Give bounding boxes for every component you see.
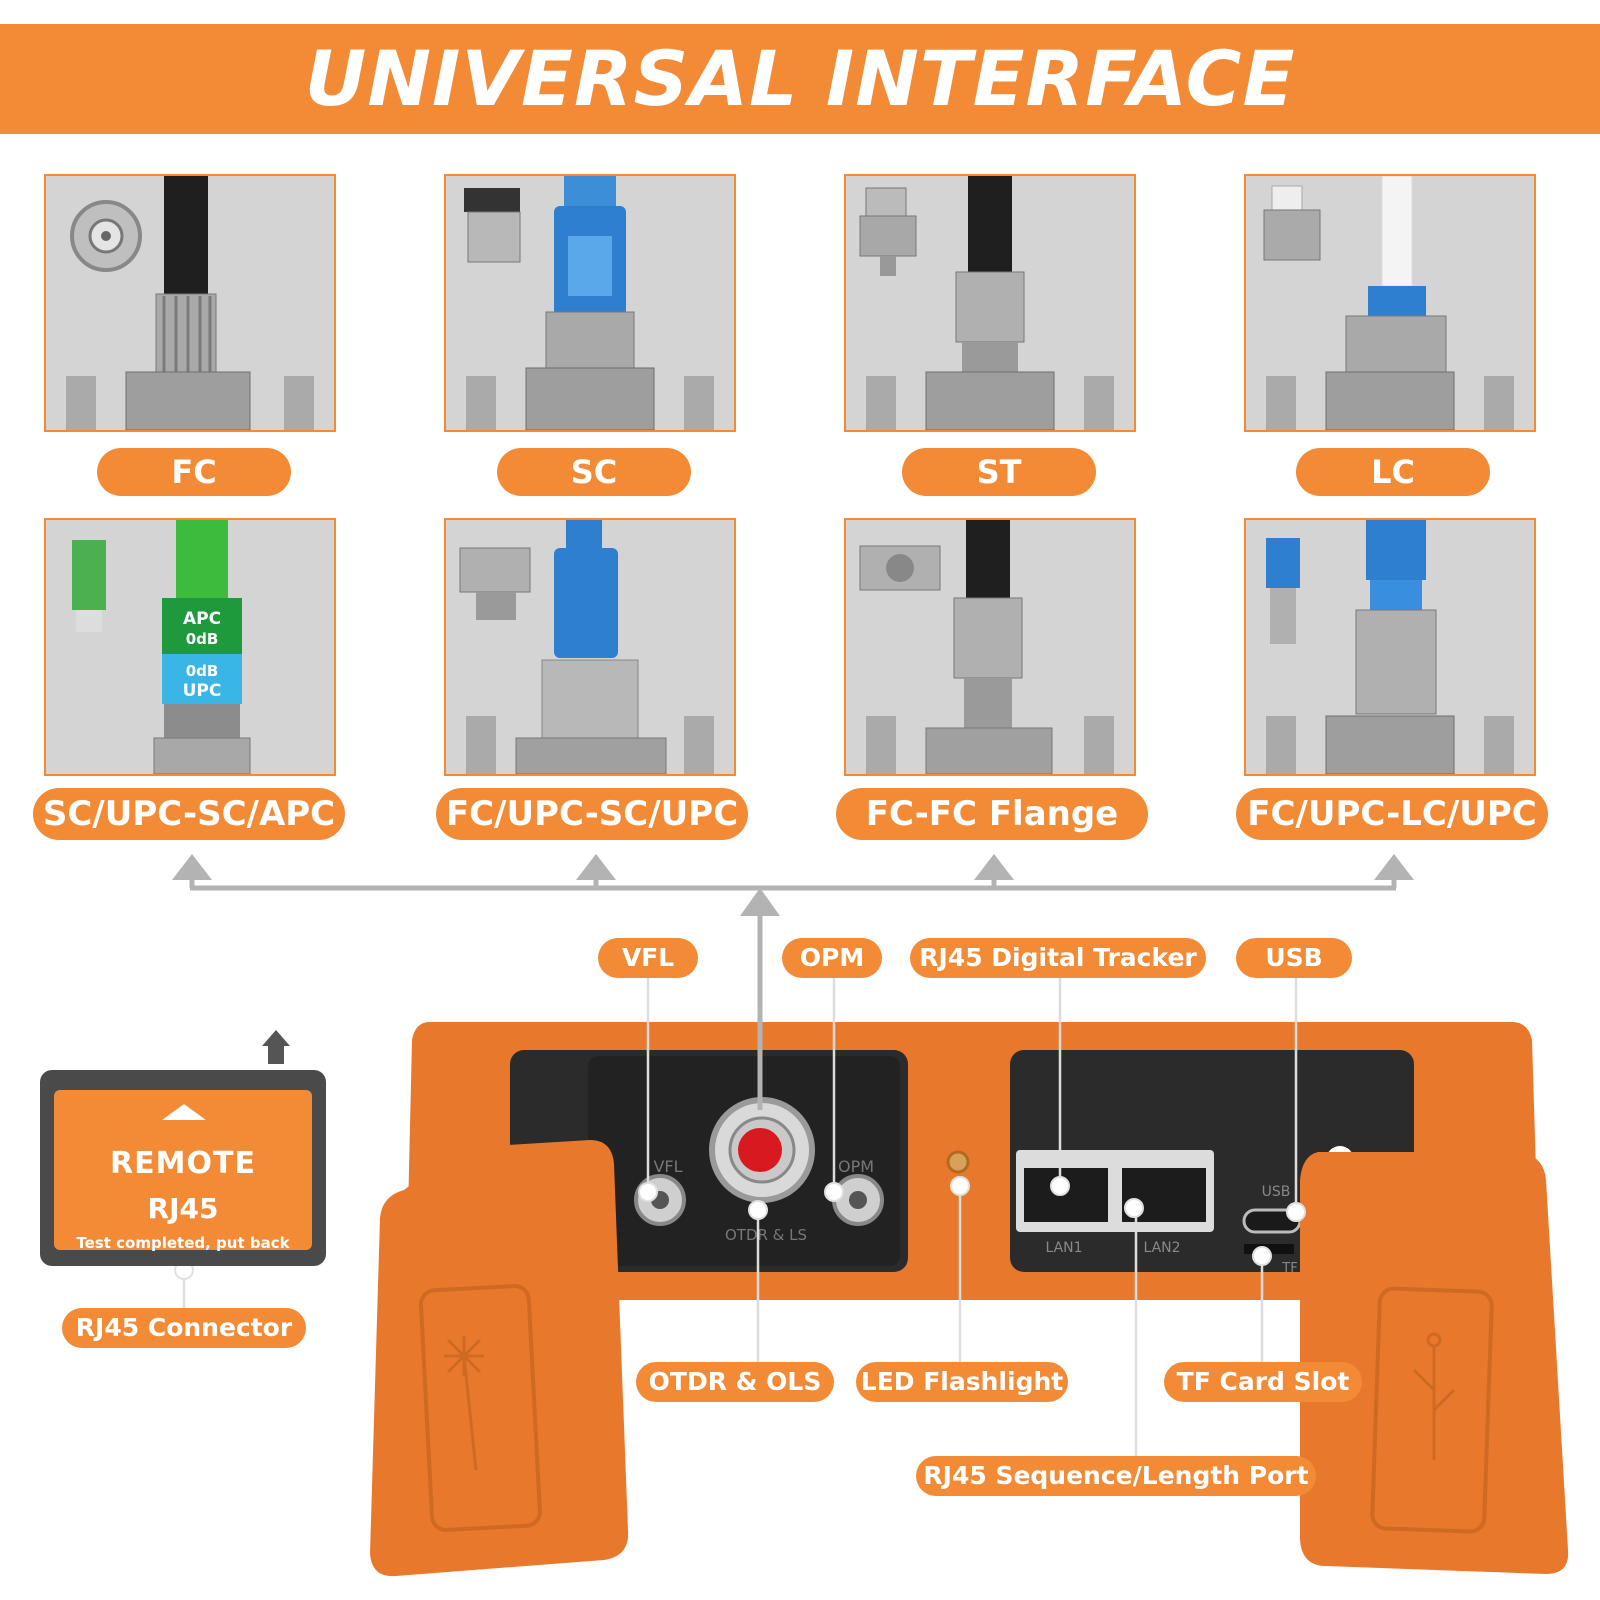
connector-label-sc: SC — [497, 448, 691, 496]
led-flashlight — [946, 1150, 970, 1174]
fc-connector-photo — [44, 174, 336, 432]
adapter-upc-text: UPC — [183, 681, 222, 701]
sc-connector-photo — [444, 174, 736, 432]
remote-line-2: RJ45 — [147, 1192, 219, 1225]
adapter-apc-text: APC — [183, 609, 221, 629]
up-arrow-icon — [576, 854, 616, 880]
connector-label-fc-fc-flange: FC-FC Flange — [836, 788, 1148, 840]
up-arrow-icon — [974, 854, 1014, 880]
connector-label-sc-upc-sc-apc: SC/UPC-SC/APC — [33, 788, 345, 840]
callout-opm: OPM — [782, 938, 882, 978]
up-arrow-icon — [262, 1030, 290, 1064]
up-arrow-icon — [740, 888, 780, 916]
fc-upc-lc-upc-adapter-photo — [1244, 518, 1536, 776]
adapter-apc-db-text: 0dB — [186, 630, 219, 648]
up-arrow-icon — [172, 854, 212, 880]
lc-connector-photo — [1244, 174, 1536, 432]
callout-rj45-connector: RJ45 Connector — [62, 1308, 306, 1348]
remote-line-1: REMOTE — [110, 1146, 256, 1181]
page-title: UNIVERSAL INTERFACE — [304, 34, 1296, 123]
device-usb-label: USB — [1262, 1184, 1291, 1200]
sc-upc-apc-adapter-photo: APC 0dB 0dB UPC — [44, 518, 336, 776]
fc-upc-sc-upc-adapter-photo — [444, 518, 736, 776]
callout-tf-card-slot: TF Card Slot — [1164, 1362, 1362, 1402]
laser-icon — [444, 1336, 484, 1471]
connector-label-lc: LC — [1296, 448, 1490, 496]
device-lan1-label: LAN1 — [1045, 1240, 1082, 1256]
device-tf-label: TF — [1281, 1261, 1297, 1276]
st-connector-photo — [844, 174, 1136, 432]
device-vfl-label: VFL — [653, 1157, 682, 1176]
device-lan2-label: LAN2 — [1143, 1240, 1180, 1256]
adapter-upc-db-text: 0dB — [186, 662, 219, 680]
callout-vfl: VFL — [598, 938, 698, 978]
fc-fc-flange-photo — [844, 518, 1136, 776]
usb-icon — [1412, 1332, 1456, 1460]
callout-rj45-digital-tracker: RJ45 Digital Tracker — [910, 938, 1206, 978]
up-arrow-icon — [162, 1104, 206, 1120]
connector-label-st: ST — [902, 448, 1096, 496]
connector-label-fc-upc-sc-upc: FC/UPC-SC/UPC — [436, 788, 748, 840]
device-opm-label: OPM — [838, 1157, 874, 1176]
callout-rj45-sequence-length-port: RJ45 Sequence/Length Port — [916, 1456, 1316, 1496]
connector-label-fc-upc-lc-upc: FC/UPC-LC/UPC — [1236, 788, 1548, 840]
header-banner — [0, 24, 1600, 134]
red-dust-cap — [738, 1128, 782, 1172]
callout-led-flashlight: LED Flashlight — [856, 1362, 1068, 1402]
connector-label-fc: FC — [97, 448, 291, 496]
lan1-port — [1024, 1168, 1108, 1222]
callout-usb: USB — [1236, 938, 1352, 978]
device-otdr-label: OTDR & LS — [725, 1226, 807, 1244]
up-arrow-icon — [1374, 854, 1414, 880]
remote-line-3: Test completed, put back — [76, 1234, 290, 1252]
left-port-cover — [370, 1140, 629, 1577]
callout-otdr-ols: OTDR & OLS — [636, 1362, 834, 1402]
remote-rj45-unit — [40, 1030, 326, 1266]
